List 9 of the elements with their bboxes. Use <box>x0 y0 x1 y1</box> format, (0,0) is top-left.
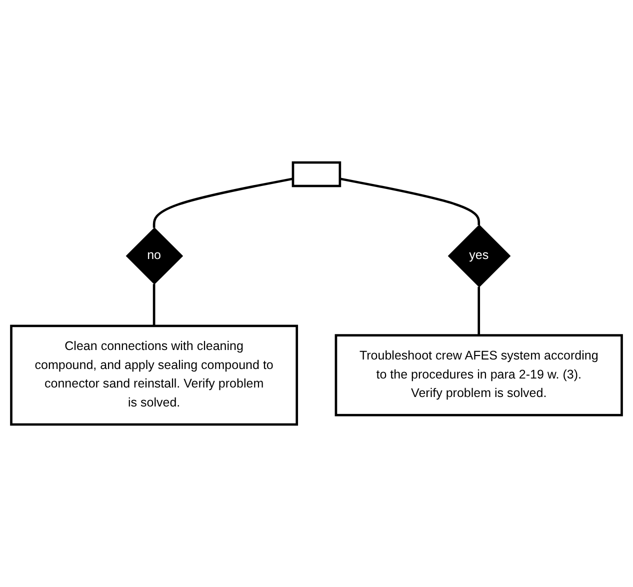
connector <box>478 286 480 336</box>
connector <box>340 178 480 226</box>
node-diamond: no <box>126 227 184 285</box>
connector <box>152 284 156 326</box>
node-box: Clean connections with cleaning compound, and apply sealing compound to connector sand reinstall. Verify problem is solved. <box>10 324 298 426</box>
node-diamond: yes <box>448 224 511 288</box>
node-box: Troubleshoot crew AFES system according to the procedures in para 2-19 w. (3). Verify problem is solved. <box>334 334 623 416</box>
node-box <box>292 161 342 188</box>
connector <box>152 178 294 228</box>
